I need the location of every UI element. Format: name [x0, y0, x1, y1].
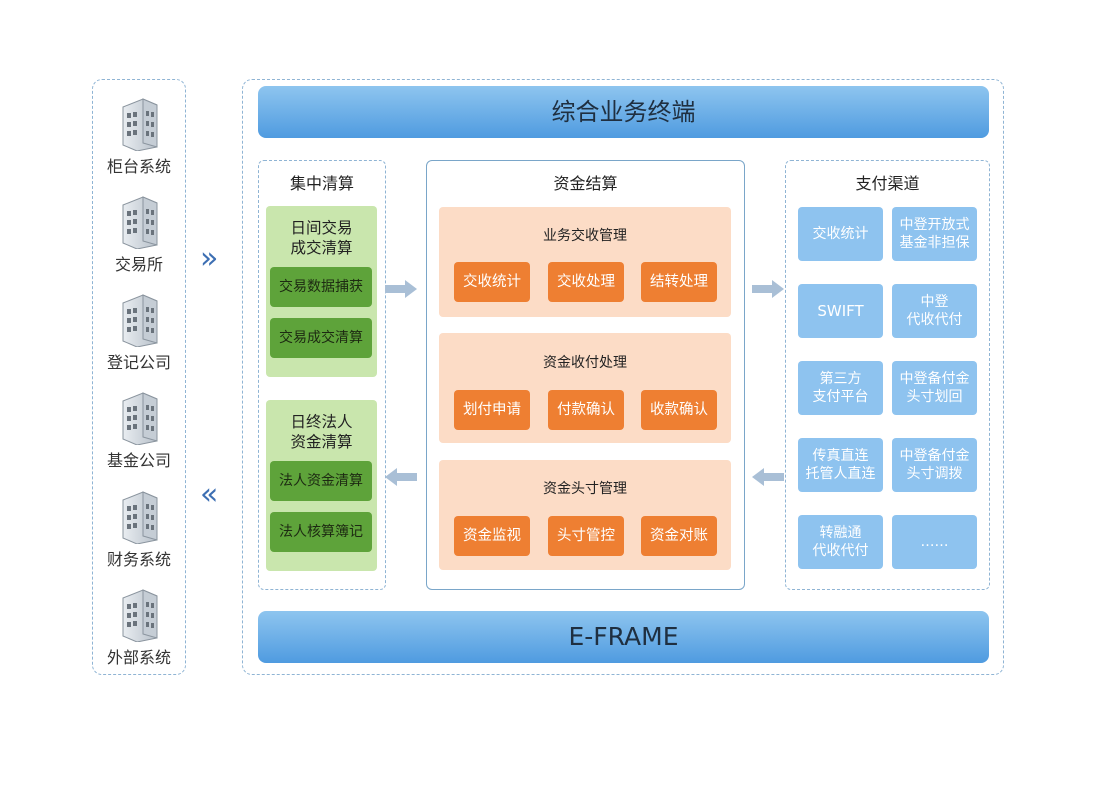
- payment-item[interactable]: 中登开放式 基金非担保: [892, 207, 977, 261]
- settlement-item[interactable]: 付款确认: [548, 390, 624, 430]
- external-system-item[interactable]: 外部系统: [92, 588, 186, 668]
- bottom-bar-eframe: E-FRAME: [258, 611, 989, 663]
- payment-item[interactable]: ……: [892, 515, 977, 569]
- chevron-left-icon: «: [200, 477, 219, 512]
- settlement-item[interactable]: 收款确认: [641, 390, 717, 430]
- external-system-label: 外部系统: [106, 648, 171, 667]
- external-system-label: 登记公司: [106, 353, 171, 372]
- settlement-item[interactable]: 划付申请: [454, 390, 530, 430]
- arrow-left-icon: [752, 468, 784, 486]
- settlement-item[interactable]: 资金对账: [641, 516, 717, 556]
- settlement-group-title: 资金头寸管理: [543, 481, 627, 497]
- external-system-label: 基金公司: [106, 451, 171, 470]
- settlement-group-title: 资金收付处理: [543, 355, 627, 371]
- external-system-item[interactable]: 基金公司: [92, 391, 186, 471]
- building-icon: [92, 391, 186, 445]
- top-bar-terminal: 综合业务终端: [258, 86, 989, 138]
- external-system-item[interactable]: 柜台系统: [92, 97, 186, 177]
- settlement-group-title: 业务交收管理: [543, 228, 627, 244]
- payment-item[interactable]: 中登备付金 头寸划回: [892, 361, 977, 415]
- clearing-item[interactable]: 法人核算簿记: [270, 512, 372, 552]
- building-icon: [92, 293, 186, 347]
- building-icon: [92, 97, 186, 151]
- clearing-item[interactable]: 法人资金清算: [270, 461, 372, 501]
- external-system-label: 交易所: [114, 255, 163, 274]
- payment-item[interactable]: 中登 代收代付: [892, 284, 977, 338]
- payment-item[interactable]: 第三方 支付平台: [798, 361, 883, 415]
- payment-title: 支付渠道: [855, 174, 920, 193]
- clearing-panel: [258, 160, 386, 590]
- settlement-item[interactable]: 资金监视: [454, 516, 530, 556]
- settlement-item[interactable]: 交收统计: [454, 262, 530, 302]
- main-frame: [242, 79, 1004, 675]
- payment-item[interactable]: 传真直连 托管人直连: [798, 438, 883, 492]
- external-system-item[interactable]: 登记公司: [92, 293, 186, 373]
- clearing-group-intraday-title: 日间交易 成交清算: [290, 219, 353, 257]
- payment-item[interactable]: 交收统计: [798, 207, 883, 261]
- external-system-item[interactable]: 财务系统: [92, 490, 186, 570]
- arrow-right-icon: [752, 280, 784, 298]
- payment-item[interactable]: 中登备付金 头寸调拨: [892, 438, 977, 492]
- building-icon: [92, 588, 186, 642]
- payment-item[interactable]: SWIFT: [798, 284, 883, 338]
- settlement-panel: [426, 160, 745, 590]
- arrow-left-icon: [385, 468, 417, 486]
- clearing-title: 集中清算: [289, 174, 354, 193]
- payment-panel: [785, 160, 990, 590]
- building-icon: [92, 490, 186, 544]
- external-system-label: 柜台系统: [106, 157, 171, 176]
- chevron-right-icon: »: [200, 241, 219, 276]
- building-icon: [92, 195, 186, 249]
- external-system-label: 财务系统: [106, 550, 171, 569]
- settlement-title: 资金结算: [553, 174, 618, 193]
- clearing-item[interactable]: 交易成交清算: [270, 318, 372, 358]
- settlement-item[interactable]: 交收处理: [548, 262, 624, 302]
- clearing-group-eod-title: 日终法人 资金清算: [290, 413, 353, 451]
- settlement-item[interactable]: 结转处理: [641, 262, 717, 302]
- clearing-item[interactable]: 交易数据捕获: [270, 267, 372, 307]
- external-systems-panel: [92, 79, 186, 675]
- settlement-item[interactable]: 头寸管控: [548, 516, 624, 556]
- arrow-right-icon: [385, 280, 417, 298]
- external-system-item[interactable]: 交易所: [92, 195, 186, 275]
- payment-item[interactable]: 转融通 代收代付: [798, 515, 883, 569]
